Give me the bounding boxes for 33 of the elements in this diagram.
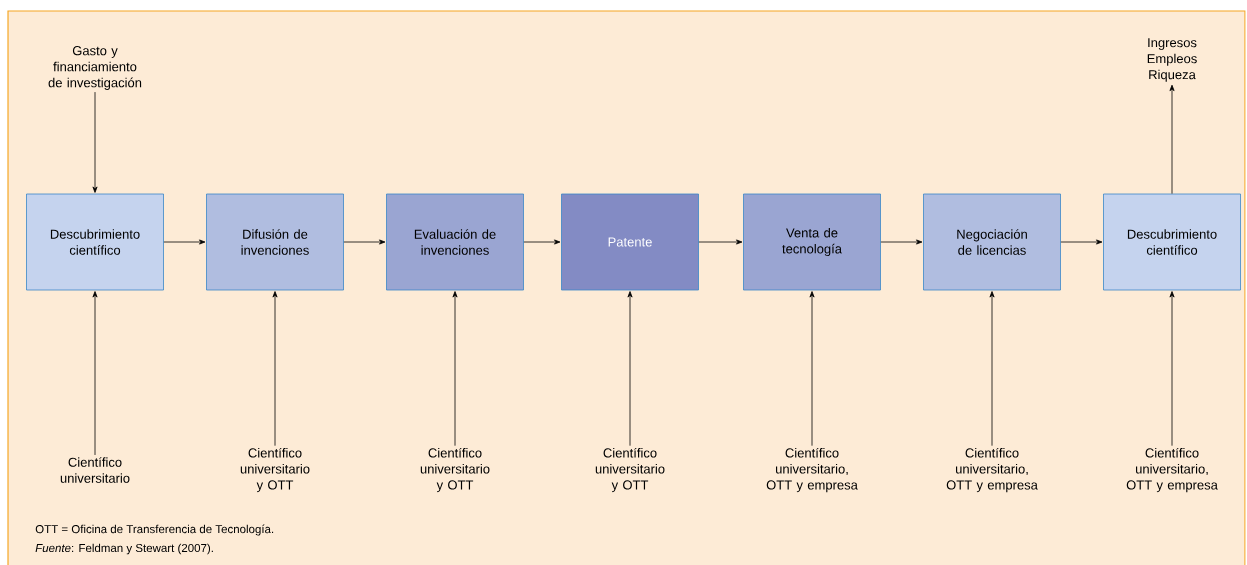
arrow — [1169, 84, 1175, 194]
arrow — [809, 291, 815, 447]
arrow — [343, 239, 386, 245]
arrow — [523, 239, 561, 245]
arrow — [989, 291, 995, 447]
actor-text: Científico universitario y OTT — [420, 447, 490, 493]
arrow — [163, 239, 206, 245]
note-text: OTT = Oficina de Transferencia de Tecnología. — [35, 524, 274, 536]
arrow — [92, 291, 98, 456]
arrow — [698, 239, 743, 245]
process-box: Negociación de licencias — [923, 193, 1061, 291]
arrow — [1060, 239, 1103, 245]
actor-text: Científico universitario, OTT y empresa — [766, 447, 858, 493]
arrow — [452, 291, 458, 447]
actor-text: Científico universitario, OTT y empresa — [1126, 447, 1218, 493]
actor-text: Científico universitario y OTT — [240, 447, 310, 493]
arrow — [627, 291, 633, 447]
arrow — [880, 239, 923, 245]
actor-text: Ingresos Empleos Riqueza — [1147, 38, 1197, 82]
actor-text: Científico universitario, OTT y empresa — [946, 447, 1038, 493]
actor-text: Científico universitario — [60, 457, 130, 483]
actor-text: Gasto y financiamiento de investigación — [48, 46, 142, 90]
process-box: Patente — [561, 193, 699, 291]
process-box: Venta de tecnología — [743, 193, 881, 291]
arrow — [92, 91, 98, 193]
process-box: Evaluación de invenciones — [386, 193, 524, 291]
arrow — [272, 291, 278, 447]
arrow — [1169, 291, 1175, 447]
note-text: Fuente: Feldman y Stewart (2007). — [35, 543, 213, 555]
actor-text: Científico universitario y OTT — [595, 447, 665, 493]
process-box: Descubrimiento científico — [1103, 193, 1241, 291]
process-box: Descubrimiento científico — [26, 193, 164, 291]
process-box: Difusión de invenciones — [206, 193, 344, 291]
